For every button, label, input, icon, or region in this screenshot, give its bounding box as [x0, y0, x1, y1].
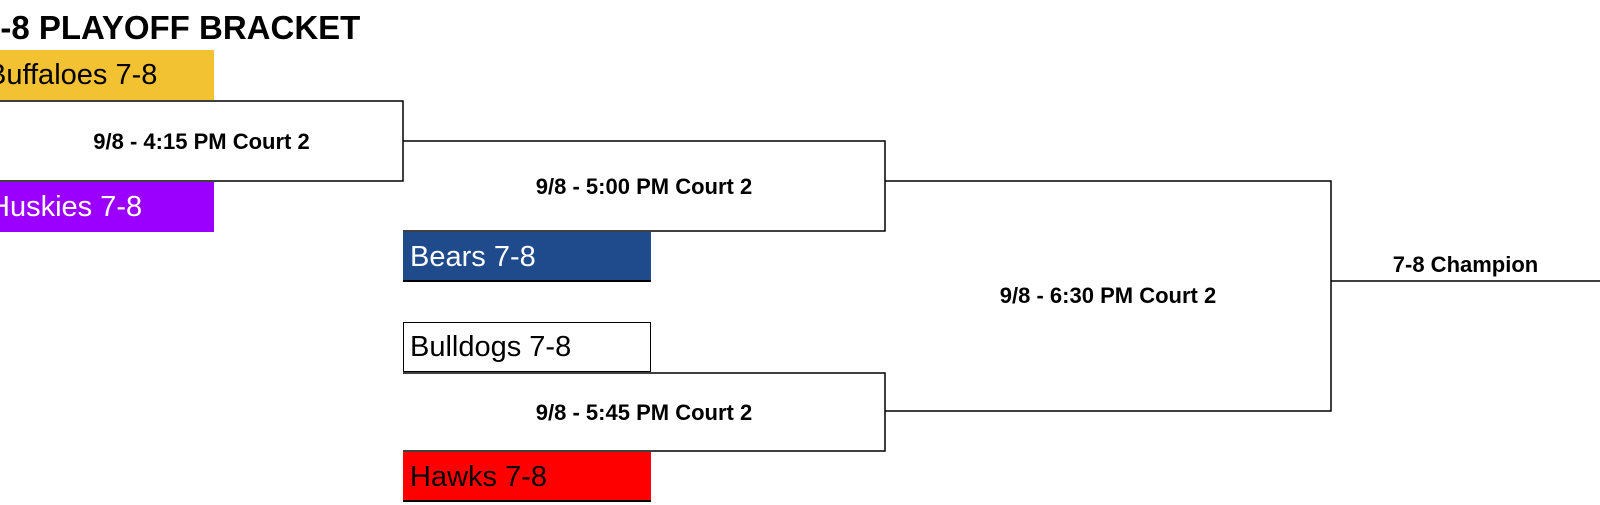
bracket-title-wrapper: 7-8 PLAYOFF BRACKET — [0, 6, 420, 50]
semifinal-bottom-connector — [403, 372, 886, 452]
team-bears: Bears 7-8 — [403, 232, 651, 282]
game-semifinal-top: 9/8 - 5:00 PM Court 2 — [535, 174, 753, 199]
bears-underline — [403, 280, 651, 282]
final-connector — [885, 180, 1332, 412]
game-semifinal-bottom: 9/8 - 5:45 PM Court 2 — [535, 400, 753, 425]
game-final: 9/8 - 6:30 PM Court 2 — [999, 283, 1217, 308]
team-hawks: Hawks 7-8 — [403, 452, 651, 502]
team-hawks-label: Hawks 7-8 — [410, 461, 547, 493]
team-bulldogs: Bulldogs 7-8 — [403, 322, 651, 372]
team-huskies: Huskies 7-8 — [0, 182, 214, 232]
game-round1: 9/8 - 4:15 PM Court 2 — [93, 129, 310, 154]
bracket-title: 7-8 PLAYOFF BRACKET — [0, 9, 361, 46]
semifinal-top-connector — [403, 140, 886, 232]
team-buffaloes-label: Buffaloes 7-8 — [0, 59, 158, 91]
team-buffaloes: Buffaloes 7-8 — [0, 50, 214, 100]
team-bulldogs-label: Bulldogs 7-8 — [410, 331, 572, 363]
hawks-underline — [403, 500, 651, 502]
team-huskies-label: Huskies 7-8 — [0, 191, 143, 223]
champion-label: 7-8 Champion — [1392, 252, 1539, 277]
team-bears-label: Bears 7-8 — [410, 241, 536, 273]
